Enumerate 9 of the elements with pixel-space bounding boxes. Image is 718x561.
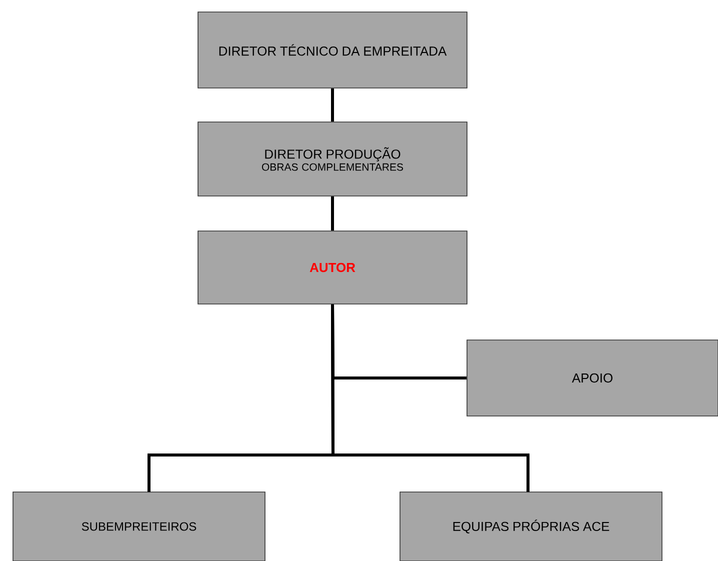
connector-line bbox=[331, 196, 334, 231]
connector-line bbox=[331, 304, 530, 492]
org-box: DIRETOR PRODUÇÃO OBRAS COMPLEMENTARES bbox=[198, 122, 468, 196]
org-box: AUTOR bbox=[198, 230, 468, 304]
org-box: APOIO bbox=[466, 340, 718, 416]
org-box: SUBEMPREITEIROS bbox=[12, 492, 266, 561]
org-box: DIRETOR TÉCNICO DA EMPREITADA bbox=[198, 12, 468, 88]
org-box: EQUIPAS PRÓPRIAS ACE bbox=[400, 492, 662, 561]
connector-line bbox=[331, 88, 334, 122]
